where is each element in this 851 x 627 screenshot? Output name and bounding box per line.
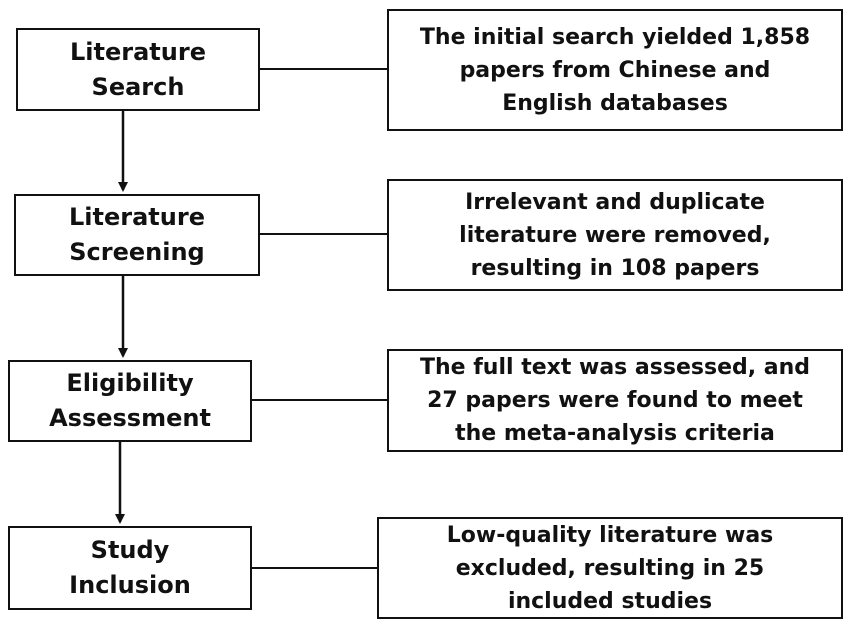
stage-label-line1: Study xyxy=(90,536,170,564)
note-box-search-result: The initial search yielded 1,858 papers … xyxy=(387,9,843,131)
note-line: papers from Chinese and xyxy=(459,57,771,83)
stage-label-line2: Assessment xyxy=(49,404,211,432)
note-line: resulting in 108 papers xyxy=(470,255,760,281)
note-box-inclusion-result: Low-quality literature was excluded, res… xyxy=(377,517,843,619)
stage-box-eligibility-assessment: Eligibility Assessment xyxy=(8,360,252,442)
note-line: the meta-analysis criteria xyxy=(455,421,775,446)
stage-label-line2: Search xyxy=(91,72,185,101)
stage-label-line2: Screening xyxy=(69,238,205,266)
note-line: The full text was assessed, and xyxy=(419,355,811,380)
stage-label-line2: Inclusion xyxy=(69,571,191,599)
note-line: English databases xyxy=(502,90,728,116)
note-line: literature were removed, xyxy=(459,222,771,248)
note-line: Low-quality literature was xyxy=(446,522,774,548)
stage-box-literature-screening: Literature Screening xyxy=(14,194,260,276)
note-line: Irrelevant and duplicate xyxy=(465,189,765,215)
stage-label-line1: Eligibility xyxy=(66,369,194,397)
stage-box-literature-search: Literature Search xyxy=(16,28,260,111)
stage-box-study-inclusion: Study Inclusion xyxy=(8,526,252,610)
note-line: The initial search yielded 1,858 xyxy=(419,24,811,50)
stage-label-line1: Literature xyxy=(70,37,206,66)
stage-label-line1: Literature xyxy=(69,203,205,231)
note-box-screening-result: Irrelevant and duplicate literature were… xyxy=(387,179,843,291)
note-line: included studies xyxy=(507,588,713,614)
note-line: 27 papers were found to meet xyxy=(427,388,803,413)
note-box-eligibility-result: The full text was assessed, and 27 paper… xyxy=(387,349,843,452)
note-line: excluded, resulting in 25 xyxy=(455,555,765,581)
